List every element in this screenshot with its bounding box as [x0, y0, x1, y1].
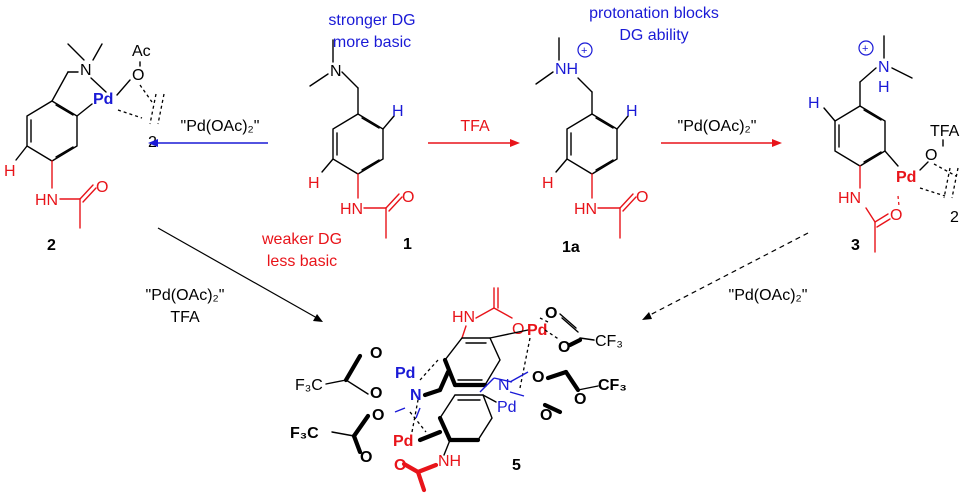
- compound-5: HN O Pd O O CF₃ O O CF₃ O: [290, 287, 627, 493]
- trifluoromethyl-group: CF₃: [598, 377, 627, 394]
- nitrogen-atom: N: [498, 377, 510, 394]
- oxygen-atom: O: [574, 391, 586, 408]
- trifluoromethyl-group: F₃C: [295, 377, 323, 394]
- oxygen-atom: O: [540, 407, 552, 424]
- trifluoromethyl-group: CF₃: [595, 333, 623, 350]
- compound-label: 2: [47, 237, 56, 254]
- oxygen-atom: O: [370, 345, 382, 362]
- palladium-atom: Pd: [527, 322, 547, 339]
- note-weaker-dg: weaker DG: [261, 231, 342, 248]
- oxygen-atom: O: [925, 147, 937, 164]
- reagent-tfa: TFA: [460, 118, 490, 135]
- note-dg-ability: DG ability: [619, 27, 688, 44]
- arrow-3-to-5: [647, 232, 809, 317]
- compound-3: + N H H Pd TFA O 2 HN O 3: [808, 35, 960, 254]
- acetyl-label: Ac: [132, 43, 151, 60]
- charge-sign: +: [581, 45, 587, 57]
- palladium-atom: Pd: [393, 433, 413, 450]
- oxygen-atom: O: [545, 305, 557, 322]
- charge-sign: +: [862, 43, 868, 55]
- compound-1a: protonation blocks DG ability + NH H H H…: [535, 5, 719, 256]
- compound-label: 3: [851, 237, 860, 254]
- nitrogen-atom: N: [330, 63, 342, 80]
- trifluoromethyl-group: F₃C: [290, 425, 319, 442]
- arrow-2-to-5: [157, 227, 318, 319]
- reagent-pd-right: "Pd(OAc)₂": [678, 118, 757, 135]
- palladium-atom: Pd: [93, 91, 113, 108]
- note-more-basic: more basic: [333, 34, 411, 51]
- reagent-pd-left: "Pd(OAc)₂": [181, 118, 260, 135]
- amide-nh: HN: [452, 309, 475, 326]
- hydrogen-atom: H: [308, 175, 320, 192]
- compound-label: 1: [403, 236, 412, 253]
- note-protonation: protonation blocks: [589, 5, 719, 22]
- ammonium-nh: NH: [555, 61, 578, 78]
- dimer-subscript: 2: [950, 209, 959, 226]
- tfa-label: TFA: [930, 123, 960, 140]
- hydrogen-atom: H: [542, 175, 554, 192]
- positive-charge-icon: [858, 40, 874, 56]
- hydrogen-atom: H: [808, 95, 820, 112]
- amide-nh: HN: [574, 201, 597, 218]
- nitrogen-atom: N: [410, 387, 422, 404]
- compound-label: 1a: [562, 239, 580, 256]
- oxygen-atom: O: [558, 339, 570, 356]
- palladium-atom: Pd: [395, 365, 415, 382]
- amide-nh: HN: [838, 190, 861, 207]
- nitrogen-atom: N: [80, 62, 92, 79]
- nitrogen-atom: N: [878, 59, 890, 76]
- carbonyl-oxygen: O: [890, 207, 902, 224]
- reagent-tfa-diag-left: TFA: [170, 309, 200, 326]
- note-stronger-dg: stronger DG: [328, 12, 415, 29]
- compound-1: stronger DG more basic N H H HN O weaker…: [261, 12, 416, 270]
- amide-nh: HN: [340, 201, 363, 218]
- reagent-pd-diag-right: "Pd(OAc)₂": [729, 287, 808, 304]
- positive-charge-icon: [577, 42, 593, 58]
- oxygen-atom: O: [360, 449, 372, 466]
- amide-nh: HN: [35, 192, 58, 209]
- reaction-arrows: "Pd(OAc)₂" TFA "Pd(OAc)₂" "Pd(OAc)₂" TFA…: [146, 118, 809, 326]
- oxygen-atom: O: [132, 67, 144, 84]
- oxygen-atom: O: [370, 385, 382, 402]
- ammonium-h: H: [878, 79, 890, 96]
- palladium-atom: Pd: [896, 169, 916, 186]
- palladium-atom: Pd: [497, 399, 517, 416]
- hydrogen-atom: H: [626, 103, 638, 120]
- carbonyl-oxygen: O: [636, 189, 648, 206]
- hydrogen-atom: H: [392, 103, 404, 120]
- oxygen-atom: O: [372, 407, 384, 424]
- amide-nh: NH: [438, 453, 461, 470]
- note-less-basic: less basic: [267, 253, 337, 270]
- reagent-pd-diag-left: "Pd(OAc)₂": [146, 287, 225, 304]
- carbonyl-oxygen: O: [394, 457, 406, 474]
- carbonyl-oxygen: O: [512, 321, 524, 338]
- compound-label: 5: [512, 457, 521, 474]
- carbonyl-oxygen: O: [402, 189, 414, 206]
- hydrogen-atom: H: [4, 163, 16, 180]
- carbonyl-oxygen: O: [96, 179, 108, 196]
- oxygen-atom: O: [532, 369, 544, 386]
- compound-2: N Pd Ac O 2 H HN O 2: [4, 43, 165, 254]
